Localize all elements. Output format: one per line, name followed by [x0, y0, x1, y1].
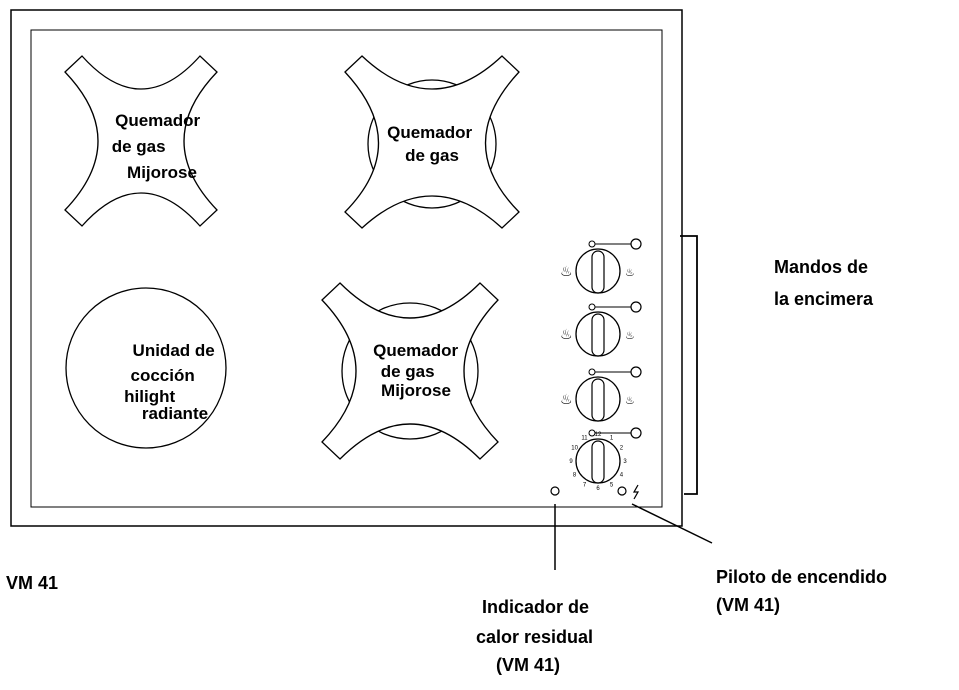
burner-ring — [341, 302, 479, 440]
burner-top-right: Quemador de gas — [344, 55, 520, 229]
knob-grip — [591, 378, 605, 422]
controls-callout: Mandos de la encimera — [774, 257, 874, 309]
max-flame-symbol — [630, 366, 642, 378]
model-label: VM 41 — [6, 573, 58, 593]
timer-dial-number: 3 — [623, 459, 627, 465]
lightning-icon — [632, 484, 640, 500]
control-knob-1[interactable]: ♨ ♨ — [560, 238, 642, 294]
flame-large-icon: ♨ — [560, 392, 573, 408]
timer-dial-number: 11 — [581, 436, 588, 442]
burner-label: Quemador de gas — [387, 123, 477, 165]
pan-support-grate — [64, 55, 218, 227]
burner-bottom-left: Unidad de cocción hilight radiante — [65, 287, 227, 449]
burner-label: Quemador de gas Mijorose — [112, 111, 205, 182]
timer-dial-number: 5 — [610, 482, 614, 488]
flame-small-icon: ♨ — [625, 329, 635, 342]
burner-bottom-right: Quemador de gas Mijorose — [321, 282, 499, 460]
timer-dial-number: 12 — [595, 432, 602, 438]
timer-dial-number: 8 — [573, 473, 577, 479]
cooktop-glass-panel — [30, 29, 663, 508]
pan-support-grate — [344, 55, 520, 229]
max-flame-symbol — [630, 301, 642, 313]
timer-dial-number: 4 — [620, 473, 624, 479]
burner-label: Unidad de cocción hilight radiante — [124, 341, 219, 423]
max-flame-symbol — [630, 238, 642, 250]
max-flame-symbol — [630, 427, 642, 439]
knob-grip — [591, 250, 605, 294]
burner-ring — [367, 79, 497, 209]
timer-dial-number: 6 — [596, 486, 600, 492]
timer-dial-number: 9 — [569, 459, 573, 465]
burner-top-left: Quemador de gas Mijorose — [64, 55, 218, 227]
flame-small-icon: ♨ — [625, 394, 635, 407]
control-knob-3[interactable]: ♨ ♨ — [560, 366, 642, 422]
knob-grip — [591, 313, 605, 357]
timer-dial-number: 1 — [610, 436, 614, 442]
timer-dial-number: 2 — [620, 446, 624, 452]
pan-support-grate — [321, 282, 499, 460]
ignition-pilot-light — [617, 486, 627, 496]
burner-label: Quemador de gas Mijorose — [373, 341, 463, 400]
ignition-pilot-leader — [631, 503, 713, 544]
flame-large-icon: ♨ — [560, 264, 573, 280]
ignition-pilot-callout: Piloto de encendido (VM 41) — [716, 567, 892, 615]
timer-dial-number: 7 — [583, 482, 587, 488]
control-knob-2[interactable]: ♨ ♨ — [560, 301, 642, 357]
residual-heat-callout: Indicador de calor residual (VM 41) — [476, 597, 598, 675]
controls-bracket — [680, 235, 698, 495]
knob-grip — [591, 440, 605, 484]
timer-dial-number: 10 — [571, 446, 578, 452]
flame-small-icon: ♨ — [625, 266, 635, 279]
cooktop-outer-frame — [10, 9, 683, 527]
flame-large-icon: ♨ — [560, 327, 573, 343]
radiant-zone-ring — [65, 287, 227, 449]
residual-heat-indicator — [550, 486, 560, 496]
